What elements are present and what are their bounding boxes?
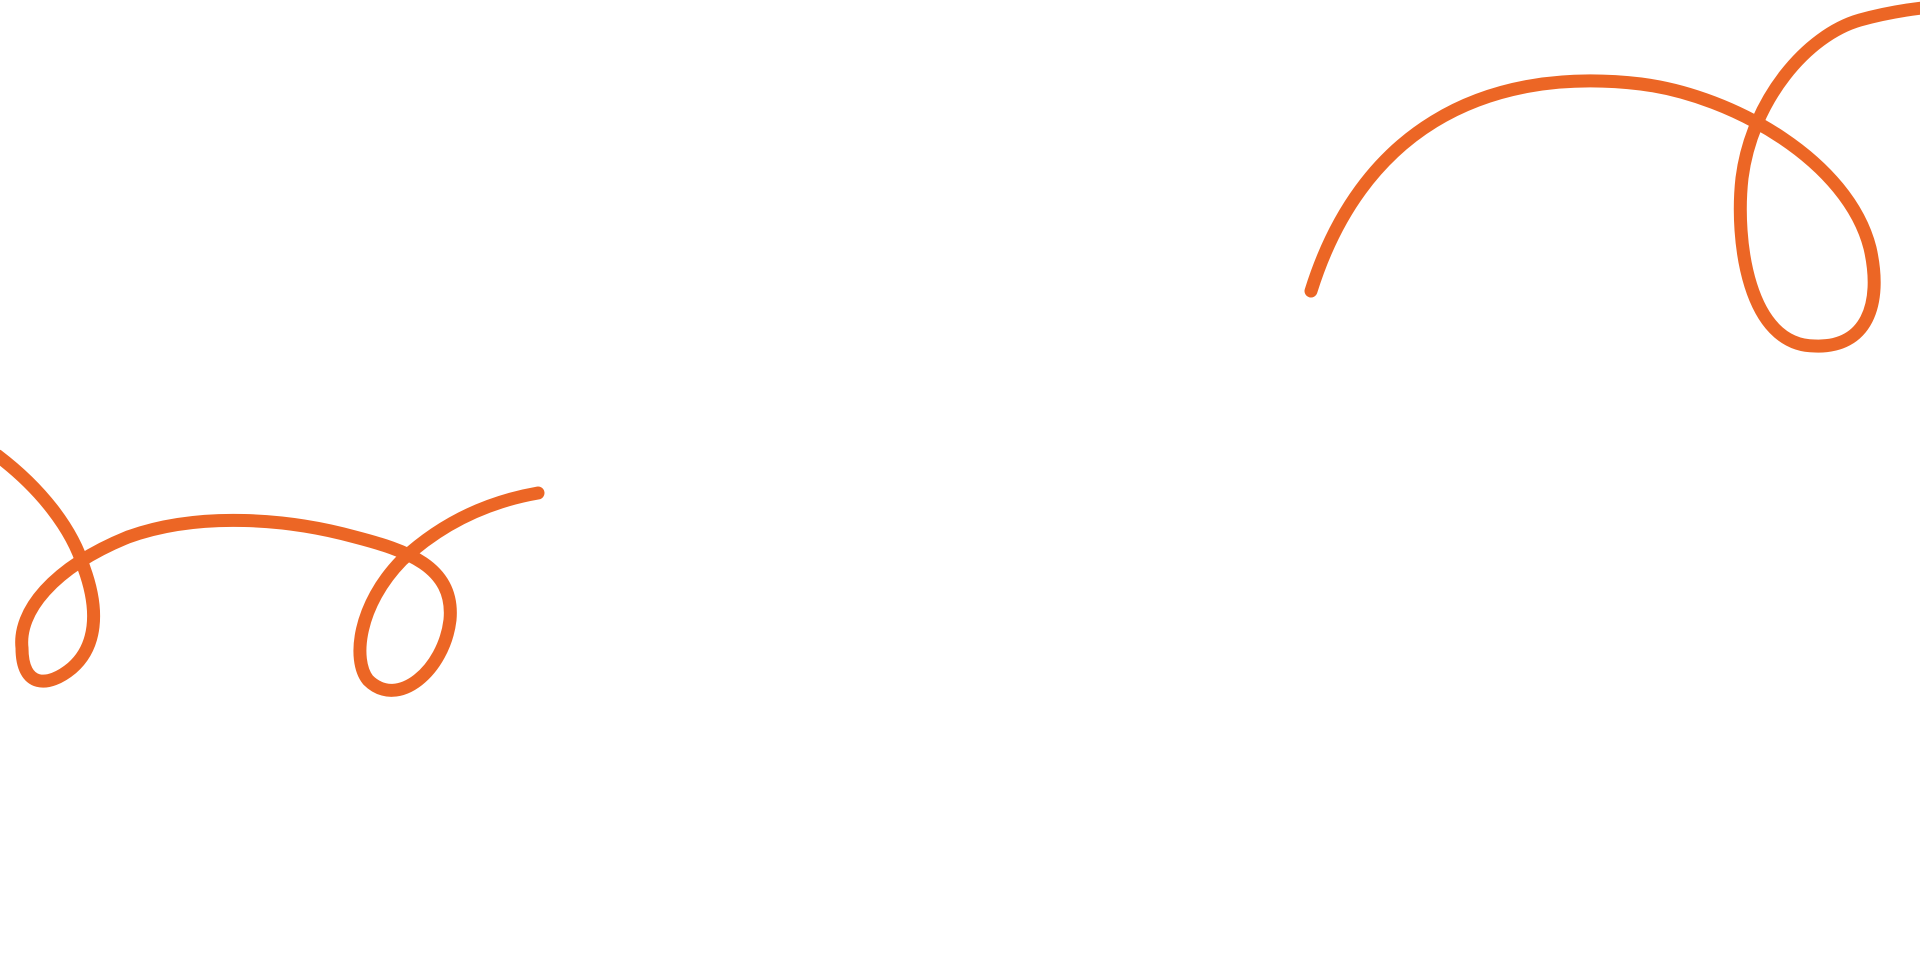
right-loop-squiggle bbox=[1304, 1, 1920, 353]
left-loop-squiggle bbox=[0, 449, 545, 697]
